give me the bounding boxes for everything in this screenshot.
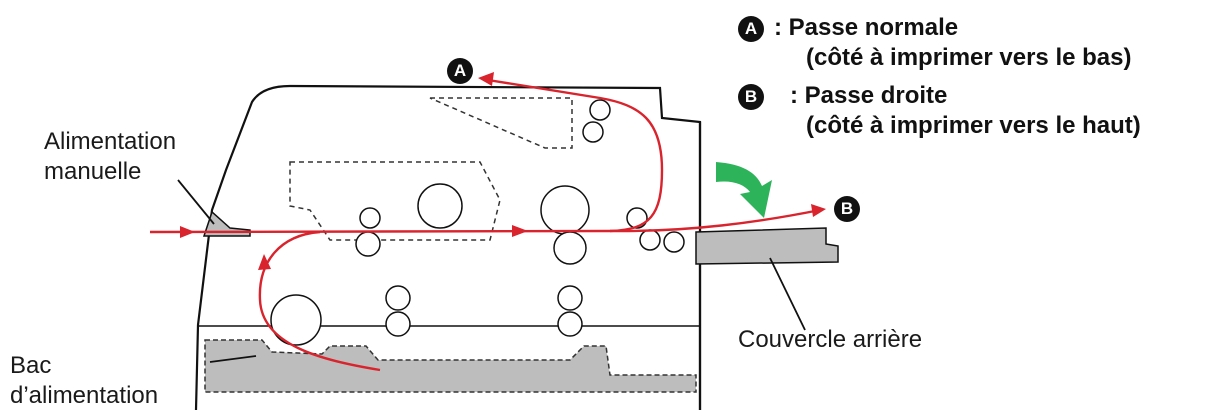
roller — [385, 285, 411, 311]
path-b-exit — [609, 208, 821, 233]
legend-a-badge: A — [738, 16, 764, 42]
path-manual-main — [149, 229, 611, 234]
leader-rear-cover — [769, 257, 806, 331]
manual-feed-label-line2: manuelle — [44, 158, 142, 185]
legend-a-title: : Passe normale — [774, 14, 959, 41]
rollers — [270, 99, 685, 346]
legend-a-detail: (côté à imprimer vers le bas) — [806, 44, 1132, 71]
roller — [355, 231, 381, 257]
arrowhead — [258, 254, 271, 270]
rear-cover-part — [695, 227, 839, 265]
roller — [663, 231, 685, 253]
roller — [385, 311, 411, 337]
arrowhead — [180, 226, 195, 238]
paper-path — [149, 78, 821, 372]
leader-manual-feed — [177, 179, 215, 225]
rear-cover-label: Couvercle arrière — [738, 326, 923, 353]
roller — [270, 294, 322, 346]
printer-body-outline — [194, 84, 702, 411]
leader-tray — [209, 355, 257, 363]
arrowhead — [512, 225, 528, 237]
tray-label-line2: d’alimentation — [10, 382, 159, 409]
arrowhead — [811, 204, 826, 217]
tray-label-line1: Bac — [10, 352, 52, 379]
roller — [589, 99, 611, 121]
path-tray-feed — [258, 230, 381, 372]
path-b-marker: B — [834, 196, 860, 222]
toner-cartridge-outline — [289, 161, 501, 241]
legend-b-detail: (côté à imprimer vers le haut) — [806, 112, 1141, 139]
roller — [359, 207, 381, 229]
roller — [540, 185, 590, 235]
legend-b-title: : Passe droite — [790, 82, 948, 109]
roller — [557, 311, 583, 337]
upper-module-outline — [429, 97, 573, 149]
manual-feed-label-line1: Alimentation — [44, 128, 177, 155]
arrowhead — [478, 72, 494, 86]
legend-b-badge: B — [738, 84, 764, 110]
roller — [639, 229, 661, 251]
roller — [626, 207, 648, 229]
manual-feed-slot — [202, 210, 251, 237]
rear-cover-open-arrow — [716, 162, 772, 218]
path-a-exit — [487, 78, 664, 233]
roller — [417, 183, 463, 229]
roller — [553, 231, 587, 265]
paper-tray — [204, 339, 697, 393]
paper-path-arrowheads — [180, 72, 826, 270]
roller — [557, 285, 583, 311]
roller — [582, 121, 604, 143]
path-a-marker: A — [447, 58, 473, 84]
